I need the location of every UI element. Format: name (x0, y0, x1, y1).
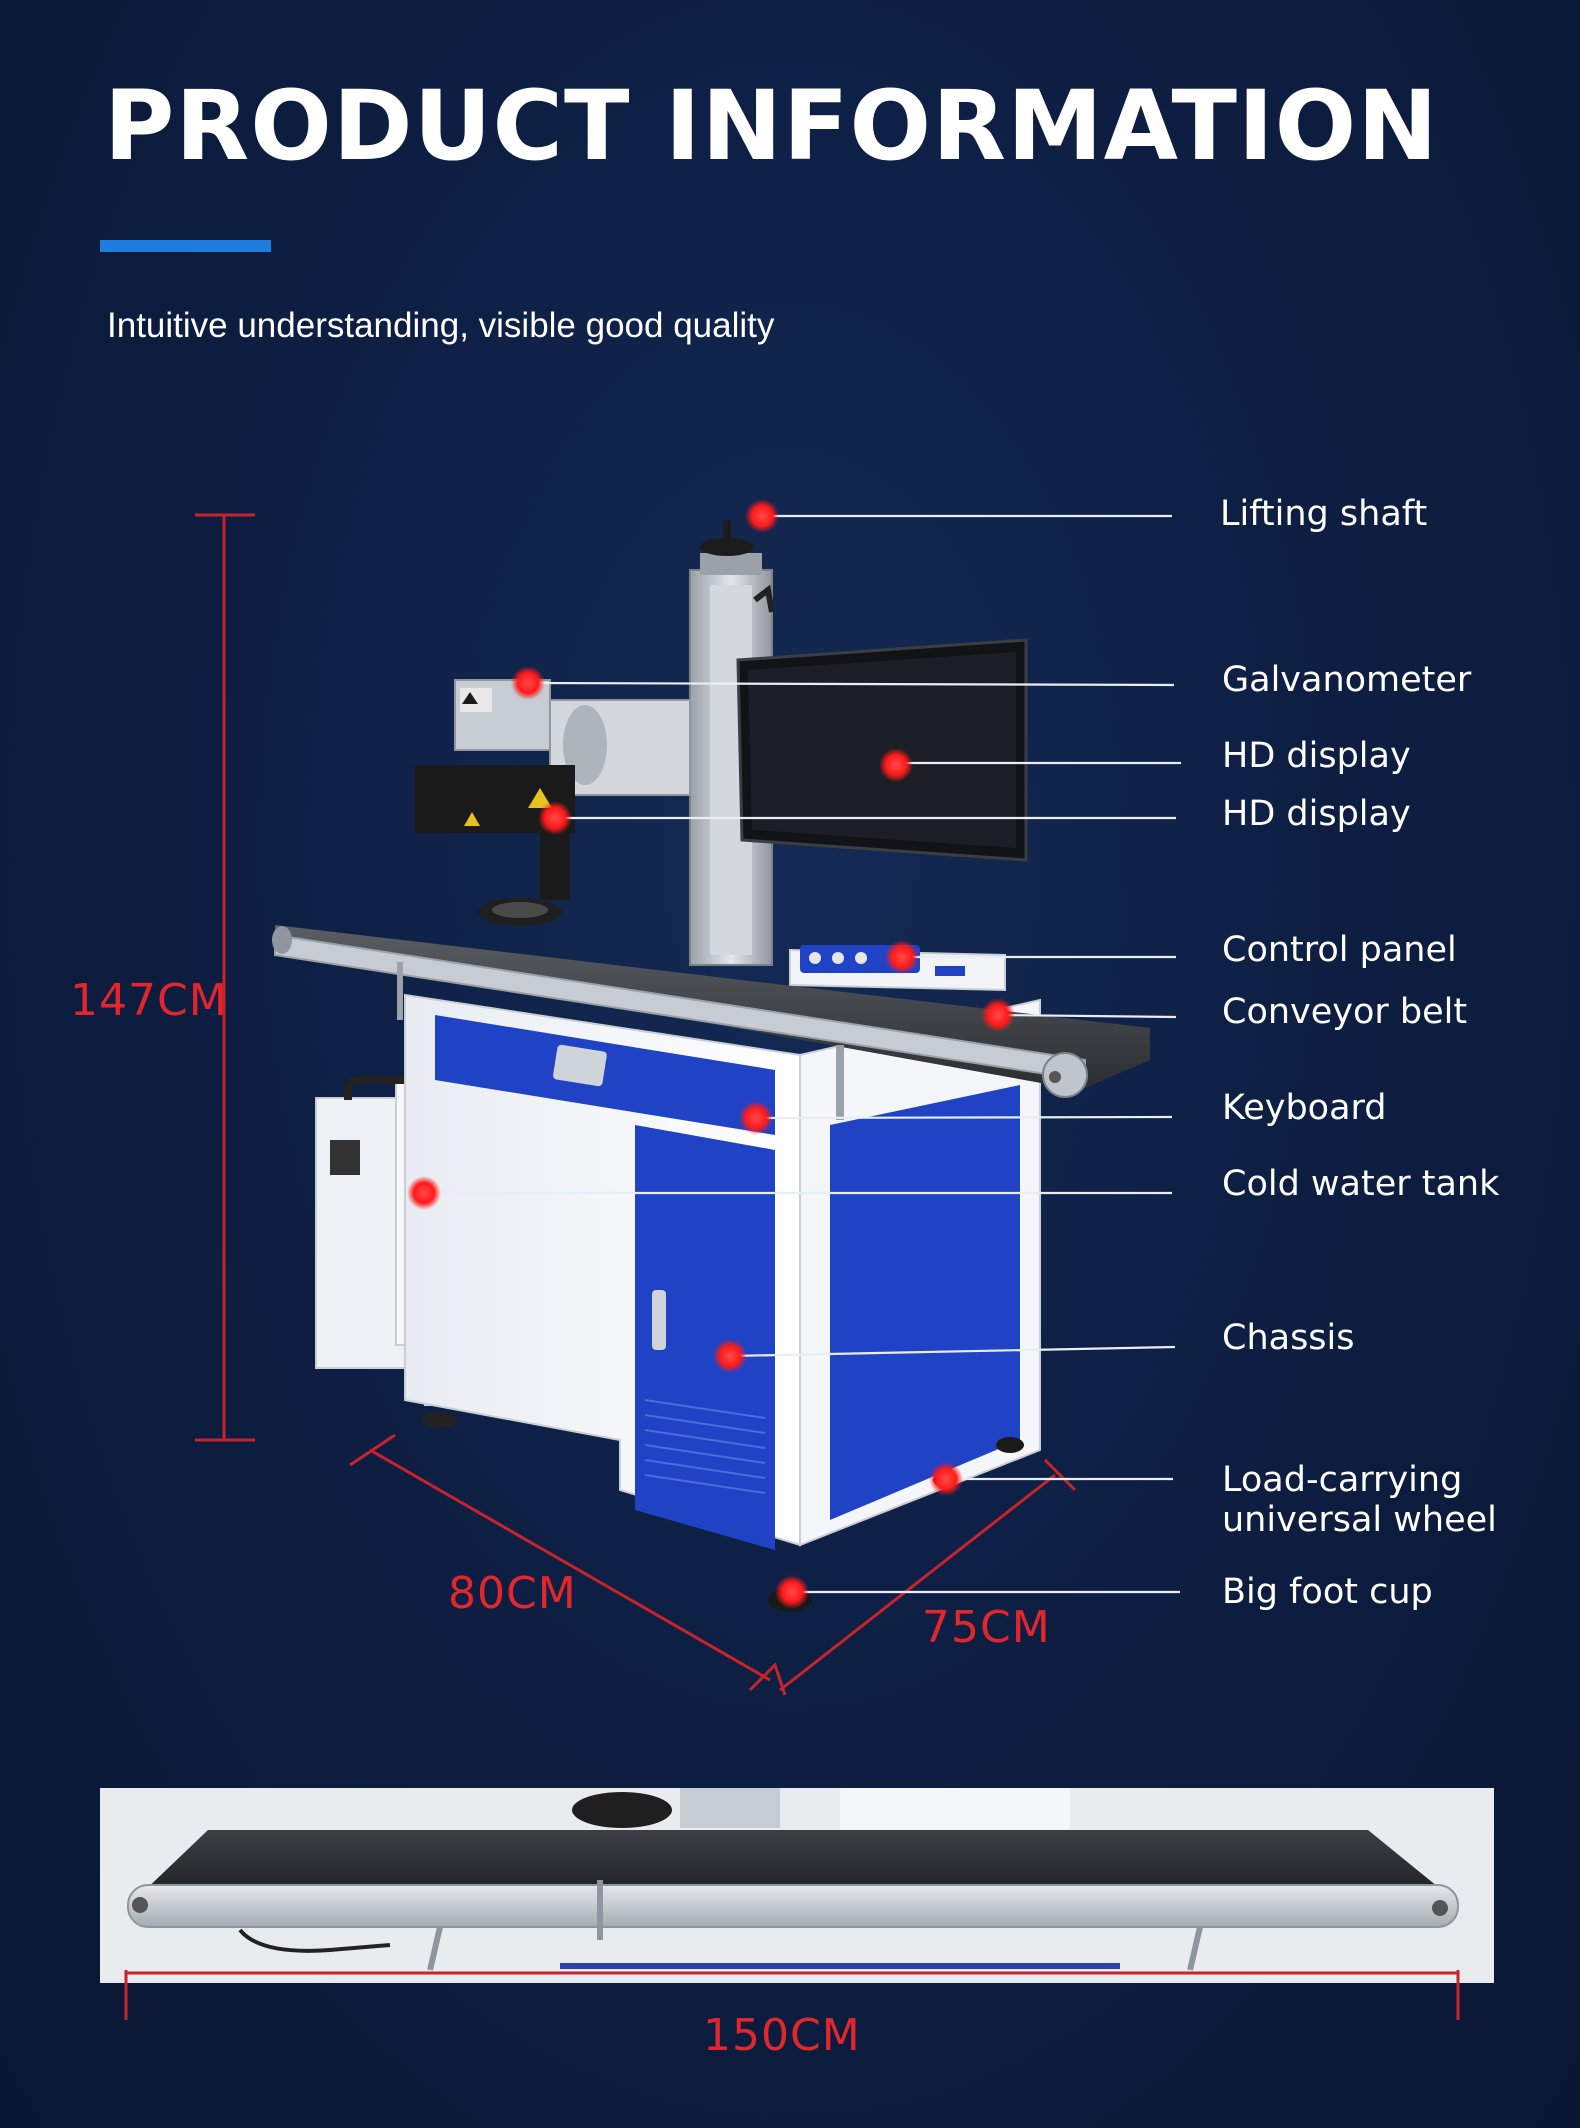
callout-chassis: Chassis (1222, 1318, 1355, 1358)
callout-hd-display-1: HD display (1222, 736, 1411, 776)
callout-lifting-shaft: Lifting shaft (1220, 494, 1428, 534)
page-title: PRODUCT INFORMATION (104, 70, 1439, 182)
marker-universal-wheel (929, 1462, 963, 1496)
callout-universal-wheel-line2: universal wheel (1222, 1500, 1497, 1540)
height-dimension-line (195, 513, 255, 1442)
marker-keyboard (739, 1101, 773, 1135)
title-accent-bar (100, 240, 271, 252)
callout-big-foot-cup: Big foot cup (1222, 1572, 1433, 1612)
marker-hd-display-2 (538, 801, 572, 835)
marker-big-foot-cup (775, 1575, 809, 1609)
marker-cold-water-tank (407, 1176, 441, 1210)
height-dimension-label: 147CM (70, 975, 228, 1026)
callout-conveyor-belt: Conveyor belt (1222, 992, 1468, 1032)
marker-galvanometer (511, 666, 545, 700)
belt-length-label: 150CM (703, 2010, 861, 2061)
floor-dimension-lines (349, 1433, 1077, 1696)
marker-conveyor-belt (981, 998, 1015, 1032)
marker-chassis (713, 1339, 747, 1373)
callout-leader-lines (424, 514, 1181, 1594)
callout-markers (407, 499, 1015, 1609)
width-dimension-label: 75CM (922, 1602, 1051, 1653)
depth-dimension-label: 80CM (448, 1568, 577, 1619)
callout-universal-wheel: Load-carrying (1222, 1460, 1463, 1500)
page-subtitle: Intuitive understanding, visible good qu… (107, 306, 775, 345)
callout-galvanometer: Galvanometer (1222, 660, 1472, 700)
callout-cold-water-tank: Cold water tank (1222, 1164, 1500, 1204)
galvanometer-laser-head (415, 679, 691, 926)
hd-display-monitor (736, 638, 1028, 862)
callout-control-panel: Control panel (1222, 930, 1457, 970)
marker-lifting-shaft (745, 499, 779, 533)
conveyor-belt-unit (272, 925, 1150, 1120)
callout-keyboard: Keyboard (1222, 1088, 1387, 1128)
chassis-cabinet (404, 993, 1041, 1612)
marker-hd-display-1 (879, 748, 913, 782)
conveyor-belt-closeup (100, 1788, 1494, 2020)
callout-hd-display-2: HD display (1222, 794, 1411, 834)
marker-control-panel (885, 940, 919, 974)
